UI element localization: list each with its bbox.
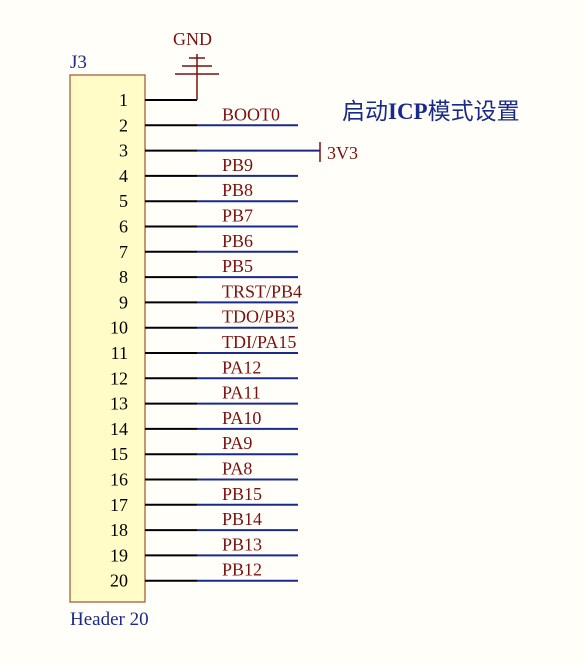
net-label: PB12 bbox=[222, 560, 262, 580]
net-label: PA9 bbox=[222, 433, 252, 453]
component-designator: J3 bbox=[70, 52, 87, 73]
pin-number: 9 bbox=[119, 292, 128, 312]
pin-11[interactable]: 11 TDI/PA15 bbox=[111, 332, 298, 363]
pin-9[interactable]: 9 TRST/PB4 bbox=[119, 281, 302, 312]
net-label: PB5 bbox=[222, 256, 253, 276]
net-label: PB14 bbox=[222, 509, 262, 529]
net-label: PB9 bbox=[222, 155, 253, 175]
header-body[interactable] bbox=[69, 74, 146, 603]
net-label: PB7 bbox=[222, 206, 253, 226]
pin-number: 12 bbox=[110, 368, 128, 388]
pin-number: 16 bbox=[110, 470, 128, 490]
pin-number: 10 bbox=[110, 318, 128, 338]
pin-2[interactable]: 2 BOOT0 bbox=[119, 104, 298, 135]
pin-6[interactable]: 6 PB7 bbox=[119, 206, 298, 237]
pin-14[interactable]: 14 PA10 bbox=[110, 408, 298, 439]
icp-mode-annotation: 启动ICP模式设置 bbox=[342, 99, 520, 124]
pin-number: 6 bbox=[119, 217, 128, 237]
pin-number: 2 bbox=[119, 115, 128, 135]
net-label: PA11 bbox=[222, 383, 261, 403]
annotation-prefix: 启动 bbox=[342, 99, 388, 124]
pin-7[interactable]: 7 PB6 bbox=[119, 231, 298, 262]
pin-number: 18 bbox=[110, 520, 128, 540]
net-label: PB15 bbox=[222, 484, 262, 504]
pin-number: 7 bbox=[119, 242, 128, 262]
pin-18[interactable]: 18 PB14 bbox=[110, 509, 298, 540]
pin-16[interactable]: 16 PA8 bbox=[110, 459, 298, 490]
pin-number: 20 bbox=[110, 571, 128, 591]
pins-layer: 12BOOT034PB95PB86PB77PB68PB59TRST/PB410T… bbox=[110, 90, 320, 591]
pin-15[interactable]: 15 PA9 bbox=[110, 433, 298, 464]
net-label: TRST/PB4 bbox=[222, 281, 302, 301]
pin-4[interactable]: 4 PB9 bbox=[119, 155, 298, 186]
pin-number: 8 bbox=[119, 267, 128, 287]
net-label: PA12 bbox=[222, 357, 261, 377]
gnd-label: GND bbox=[173, 29, 212, 49]
annotation-suffix: 模式设置 bbox=[428, 99, 520, 124]
net-label: PB6 bbox=[222, 231, 253, 251]
pin-number: 15 bbox=[110, 444, 128, 464]
pin-20[interactable]: 20 PB12 bbox=[110, 560, 298, 591]
pin-8[interactable]: 8 PB5 bbox=[119, 256, 298, 287]
pin-5[interactable]: 5 PB8 bbox=[119, 180, 298, 211]
pin-number: 19 bbox=[110, 545, 128, 565]
pin-3[interactable]: 3 bbox=[119, 141, 320, 161]
pin-17[interactable]: 17 PB15 bbox=[110, 484, 298, 515]
pin-number: 1 bbox=[119, 90, 128, 110]
net-label: PA8 bbox=[222, 459, 252, 479]
pin-12[interactable]: 12 PA12 bbox=[110, 357, 298, 388]
pin-1[interactable]: 1 bbox=[119, 90, 197, 110]
pin-19[interactable]: 19 PB13 bbox=[110, 534, 298, 565]
net-label: PB13 bbox=[222, 534, 262, 554]
vcc-label: 3V3 bbox=[327, 143, 358, 163]
pin-13[interactable]: 13 PA11 bbox=[110, 383, 298, 414]
component-comment: Header 20 bbox=[70, 609, 149, 630]
gnd-symbol[interactable]: GND bbox=[173, 29, 219, 100]
pin-number: 14 bbox=[110, 419, 128, 439]
pin-number: 4 bbox=[119, 166, 128, 186]
net-label: PB8 bbox=[222, 180, 253, 200]
net-label: BOOT0 bbox=[222, 104, 280, 124]
pin-number: 11 bbox=[111, 343, 128, 363]
pin-number: 3 bbox=[119, 141, 128, 161]
pin-number: 13 bbox=[110, 394, 128, 414]
net-label: TDI/PA15 bbox=[222, 332, 296, 352]
pin-number: 5 bbox=[119, 191, 128, 211]
pin-10[interactable]: 10 TDO/PB3 bbox=[110, 307, 298, 338]
annotation-bold: ICP bbox=[388, 99, 428, 124]
net-label: TDO/PB3 bbox=[222, 307, 295, 327]
vcc-symbol[interactable]: 3V3 bbox=[319, 142, 358, 163]
net-label: PA10 bbox=[222, 408, 261, 428]
pin-number: 17 bbox=[110, 495, 128, 515]
